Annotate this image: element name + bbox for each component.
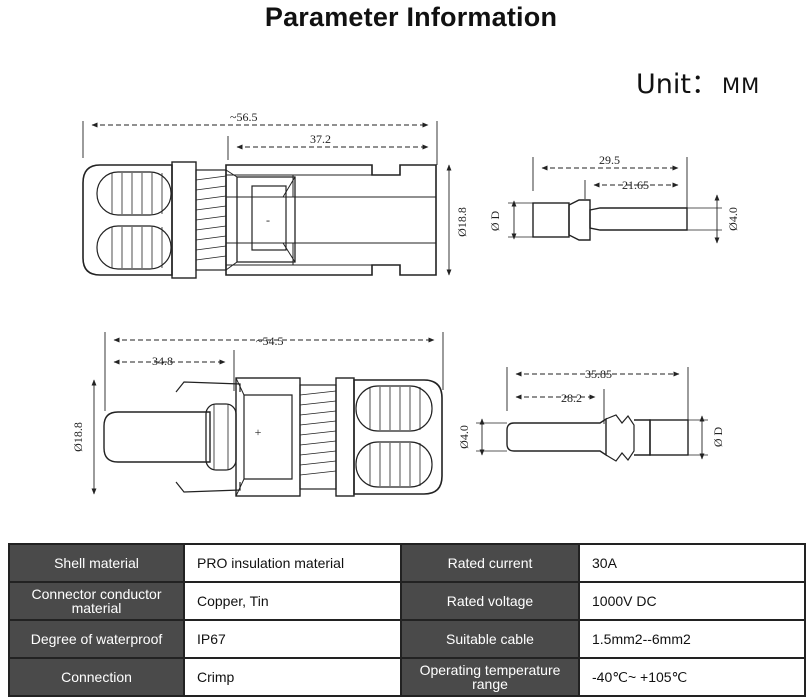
page-title: Parameter Information — [264, 2, 558, 32]
spec-label: Rated voltage — [400, 581, 580, 621]
spec-label: Degree of waterproof — [8, 619, 185, 659]
male-connector-drawing — [91, 332, 444, 497]
spec-table: Shell material PRO insulation material R… — [8, 543, 806, 697]
dim-inner-length-male: 34.8 — [152, 354, 173, 368]
spec-label: Connection — [8, 657, 185, 697]
dim-diameter-male: Ø18.8 — [71, 422, 85, 452]
spec-value: IP67 — [183, 619, 402, 659]
dim-pin-section-female: 21.65 — [622, 178, 649, 192]
dim-pin-length-female: 29.5 — [599, 153, 620, 167]
female-polarity-mark: - — [266, 213, 270, 227]
spec-value: PRO insulation material — [183, 543, 402, 583]
female-pin-drawing — [508, 157, 722, 244]
table-row: Connection Crimp Operating temperature r… — [8, 657, 806, 697]
spec-value: Copper, Tin — [183, 581, 402, 621]
spec-value: 1.5mm2--6mm2 — [578, 619, 806, 659]
table-row: Connector conductor material Copper, Tin… — [8, 581, 806, 621]
table-row: Degree of waterproof IP67 Suitable cable… — [8, 619, 806, 659]
dim-pin-section-male: 28.2 — [561, 391, 582, 405]
spec-value: Crimp — [183, 657, 402, 697]
dim-pin-right-diameter-female: Ø4.0 — [726, 207, 740, 231]
unit-label: Unit： — [636, 69, 718, 100]
male-polarity-mark: + — [255, 425, 262, 439]
unit-indicator: Unit：MM — [636, 62, 760, 101]
dim-overall-length-female: ~56.5 — [230, 110, 258, 124]
dim-overall-length-male: ~54.5 — [256, 334, 284, 348]
unit-value: MM — [721, 74, 761, 98]
female-connector-drawing — [82, 121, 452, 279]
dim-pin-left-diameter-male: Ø4.0 — [457, 425, 471, 449]
technical-drawing: - ~56.5 37.2 Ø18.8 29.5 21.65 Ø D Ø4.0 — [71, 110, 740, 497]
male-pin-drawing — [476, 367, 708, 462]
spec-value: 30A — [578, 543, 806, 583]
spec-label: Suitable cable — [400, 619, 580, 659]
spec-label: Shell material — [8, 543, 185, 583]
spec-value: 1000V DC — [578, 581, 806, 621]
spec-label: Connector conductor material — [8, 581, 185, 621]
table-row: Shell material PRO insulation material R… — [8, 543, 806, 583]
dim-pin-left-diameter-female: Ø D — [488, 211, 502, 232]
dim-inner-length-female: 37.2 — [310, 132, 331, 146]
spec-value: -40℃~ +105℃ — [578, 657, 806, 697]
dim-diameter-female: Ø18.8 — [455, 207, 469, 237]
spec-label: Operating temperature range — [400, 657, 580, 697]
dim-pin-right-diameter-male: Ø D — [711, 427, 725, 448]
dim-pin-length-male: 35.85 — [585, 367, 612, 381]
spec-label: Rated current — [400, 543, 580, 583]
